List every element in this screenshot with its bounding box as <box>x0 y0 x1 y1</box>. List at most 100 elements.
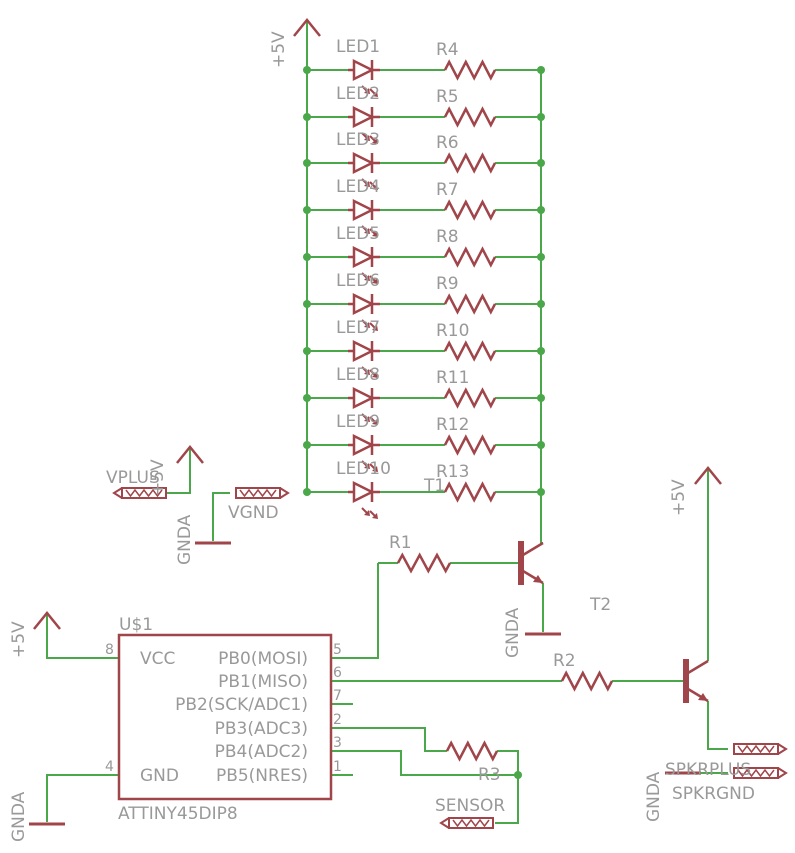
led-arrowhead <box>364 275 370 281</box>
led-9 <box>348 433 380 472</box>
led-label-2: LED2 <box>336 84 380 104</box>
ic-ref-label: U$1 <box>119 615 153 635</box>
connector-tip <box>112 487 123 499</box>
resistor-label-r8: R8 <box>436 227 459 247</box>
ic-body <box>117 633 333 801</box>
led-4 <box>348 198 380 237</box>
ic-supply-label: +5V <box>9 621 29 658</box>
junction-dot <box>537 347 545 355</box>
speaker-supply-arrow <box>694 466 722 485</box>
connector-tip <box>777 767 788 779</box>
resistor-label-r12: R12 <box>436 415 469 435</box>
junction-dot <box>303 347 311 355</box>
resistor-r6 <box>443 152 497 174</box>
junction-dot <box>303 253 311 261</box>
r2-label: R2 <box>553 651 576 671</box>
led-label-5: LED5 <box>336 224 380 244</box>
led-triangle <box>352 339 375 363</box>
junction-dot <box>537 66 545 74</box>
vplus-supply-arrow <box>176 445 204 464</box>
led-triangle <box>352 292 375 316</box>
transistor-ground-label: GNDA <box>503 607 523 658</box>
resistor-label-r10: R10 <box>436 321 469 341</box>
led-label-10: LED10 <box>336 459 391 479</box>
led-arrowhead <box>372 231 378 237</box>
led-arrowhead <box>364 463 370 469</box>
ic-pin-name: PB3(ADC3) <box>215 719 308 739</box>
transistor-t1 <box>518 541 544 585</box>
transistor-arrow <box>698 693 708 701</box>
junction-dot <box>303 394 311 402</box>
vplus-connector <box>112 487 167 499</box>
r1-label: R1 <box>389 533 412 553</box>
junction-dot <box>303 206 311 214</box>
led-arrowhead <box>372 325 378 331</box>
pb3-wire <box>353 727 447 752</box>
speaker-supply-label: +5V <box>669 479 689 516</box>
ic-supply-arrow <box>33 611 61 630</box>
led-arrowhead <box>364 228 370 234</box>
vplus-supply-label: +5V <box>148 459 168 496</box>
connector-tip <box>777 743 788 755</box>
connector-tip <box>439 817 450 829</box>
junctions <box>303 66 545 779</box>
resistor-label-r13: R13 <box>436 462 469 482</box>
ic-value-label: ATTINY45DIP8 <box>118 804 238 824</box>
spkrplus-connector <box>733 743 788 755</box>
vplus-wire <box>167 447 191 494</box>
sensor-wire <box>495 775 519 824</box>
led-label-6: LED6 <box>336 271 380 291</box>
sensor-label: SENSOR <box>435 796 505 816</box>
led-triangle <box>352 151 375 175</box>
led-triangle <box>352 433 375 457</box>
ic-pin-name: PB2(SCK/ADC1) <box>175 695 308 715</box>
transistor-arrow <box>533 575 543 583</box>
led-1 <box>348 58 380 97</box>
ic-pin-number: 7 <box>333 688 342 704</box>
junction-dot <box>537 206 545 214</box>
t2-label: T2 <box>589 595 611 615</box>
resistor-label-r9: R9 <box>436 274 459 294</box>
r3-label: R3 <box>478 765 501 785</box>
junction-dot <box>537 159 545 167</box>
transistor-collector <box>522 541 544 557</box>
resistor-r8 <box>443 246 497 268</box>
resistor-r13 <box>443 481 497 503</box>
connector-pattern <box>737 768 775 778</box>
led-triangle <box>352 198 375 222</box>
resistor-r9 <box>443 293 497 315</box>
led-supply-label: +5V <box>269 31 289 68</box>
resistor-label-r11: R11 <box>436 368 469 388</box>
led-arrowhead <box>364 181 370 187</box>
junction-dot <box>303 300 311 308</box>
transistor-t2 <box>683 659 709 703</box>
t1-label: T1 <box>423 476 445 496</box>
connector-body <box>448 817 494 829</box>
led-triangle <box>352 386 375 410</box>
resistor-r1 <box>396 552 452 574</box>
junction-dot <box>537 488 545 496</box>
ic-pin-name: PB5(NRES) <box>216 766 308 786</box>
connector-body <box>121 487 167 499</box>
parts <box>29 18 788 829</box>
pb4-wire <box>353 750 518 776</box>
junction-dot <box>303 113 311 121</box>
resistor-label-r6: R6 <box>436 133 459 153</box>
spkrplus-wire <box>707 701 728 750</box>
pb0-wire <box>345 563 379 659</box>
connector-pattern <box>737 744 775 754</box>
connector-pattern <box>125 488 163 498</box>
led-arrowhead <box>364 510 370 516</box>
spkrgnd-label: SPKRGND <box>672 784 755 804</box>
led-arrowhead <box>364 416 370 422</box>
resistor-r11 <box>443 387 497 409</box>
connector-body <box>733 743 779 755</box>
led-label-1: LED1 <box>336 37 380 57</box>
ic-ground-label: GNDA <box>9 791 29 842</box>
junction-dot <box>303 159 311 167</box>
r3-wire <box>497 750 519 775</box>
resistor-r3 <box>445 740 499 762</box>
vgnd-connector <box>235 487 290 499</box>
transistor-collector <box>687 659 709 675</box>
